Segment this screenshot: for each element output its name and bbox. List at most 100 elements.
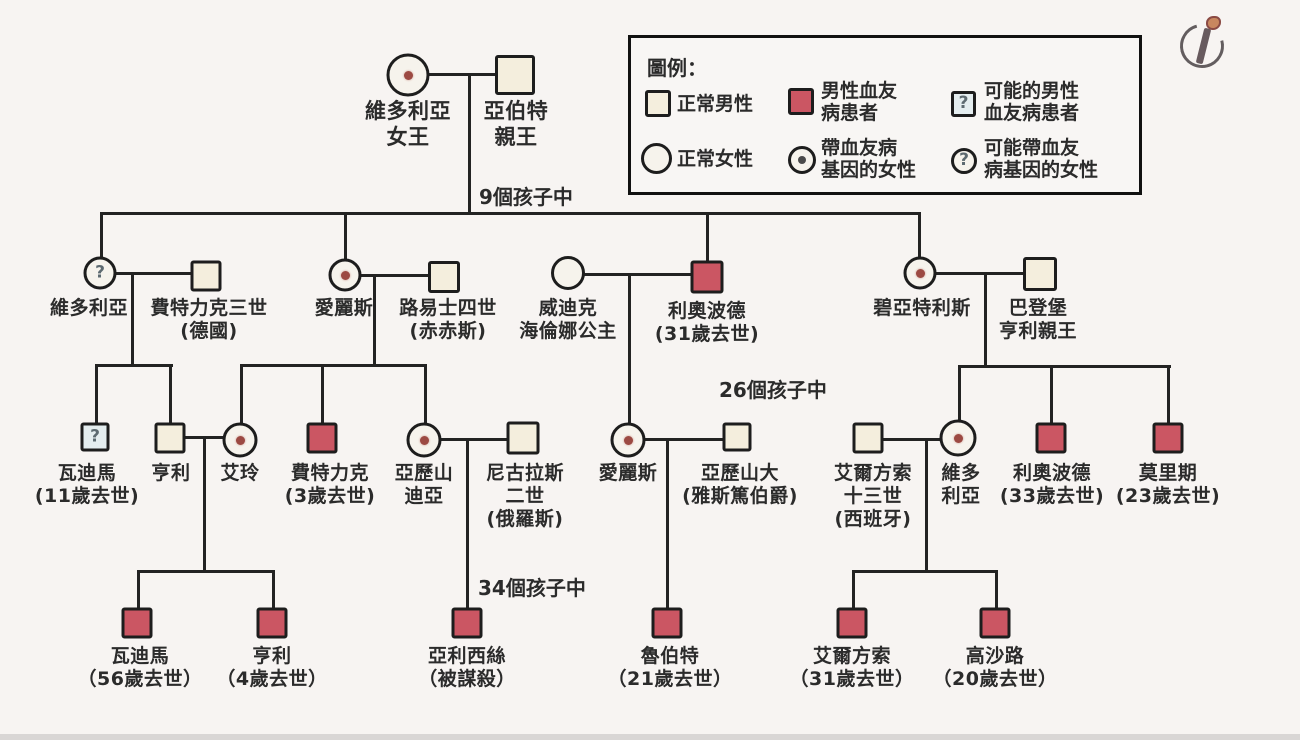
question-mark: ? [958, 92, 969, 113]
connector [568, 273, 707, 276]
normal-male-icon [852, 422, 884, 454]
person-irene-label: 艾玲 [220, 462, 260, 484]
connector [920, 272, 1040, 275]
watermark-blob [1206, 16, 1221, 30]
connector [852, 570, 855, 623]
affected-male-icon [1152, 422, 1184, 454]
watermark-logo [1171, 12, 1234, 77]
person-nicholas2-label: 尼古拉斯 二世 (俄羅斯) [485, 462, 565, 531]
person-henry-prussia-label: 亨利 [151, 462, 191, 484]
connector [137, 570, 140, 623]
affected-male-icon [256, 607, 288, 639]
person-gonzalo-label: 高沙路 （20歲去世） [932, 645, 1058, 691]
connector [203, 437, 206, 571]
connector [852, 570, 998, 573]
connector [984, 273, 987, 366]
legend-normal-female-label: 正常女性 [677, 148, 754, 170]
legend-title: 圖例： [647, 56, 707, 80]
person-alexandra-label: 亞歷山 迪亞 [394, 462, 454, 508]
question-mark: ? [959, 149, 969, 170]
connector [868, 438, 958, 441]
connector [925, 439, 928, 571]
person-alfonso13-label: 艾爾方索 十三世 (西班牙) [833, 462, 913, 531]
carrier-female-icon [328, 258, 362, 292]
person-alice2-label: 愛麗斯 [598, 462, 658, 484]
person-waldemar2-label: 瓦迪馬 （56歲去世） [77, 645, 203, 691]
connector [100, 272, 206, 275]
connector [918, 212, 921, 273]
carrier-female-icon [386, 53, 430, 97]
person-victoria-queen-label: 維多利亞 女王 [365, 99, 451, 149]
affected-male-icon [1035, 422, 1067, 454]
connector [321, 364, 324, 438]
person-alice-label: 愛麗斯 [314, 297, 374, 319]
person-beatrice-label: 碧亞特利斯 [873, 297, 971, 319]
carrier-female-icon [610, 422, 646, 458]
connector [240, 364, 243, 440]
affected-male-icon [651, 607, 683, 639]
person-henry2-label: 亨利 （4歲去世） [216, 645, 328, 691]
person-victoria2-label: 維多利亞 [49, 297, 129, 319]
person-alexis-label: 亞利西絲 （被謀殺） [418, 645, 516, 691]
connector [100, 212, 103, 273]
possible-affected-male-icon: ? [951, 91, 976, 117]
connector [628, 438, 737, 441]
carrier-female-icon [903, 256, 937, 290]
affected-male-icon [121, 607, 153, 639]
normal-female-icon [551, 256, 585, 290]
connector [95, 364, 98, 437]
connector [272, 570, 275, 623]
connector [169, 364, 172, 438]
annotation-children-34: 34個孩子中 [478, 576, 586, 600]
normal-male-icon [1023, 257, 1057, 291]
person-henry-battenberg-label: 巴登堡 亨利親王 [998, 297, 1078, 343]
connector [240, 364, 427, 367]
person-alfonso-jr-label: 艾爾方索 （31歲去世） [789, 645, 915, 691]
connector [995, 570, 998, 623]
bottom-edge-shadow [0, 734, 1300, 740]
possible-carrier-female-icon: ? [83, 256, 117, 290]
connector [468, 75, 471, 215]
person-rupert-label: 魯伯特 （21歲去世） [607, 645, 733, 691]
normal-male-icon [722, 422, 752, 452]
person-louis4-label: 路易士四世 (赤赤斯) [399, 297, 497, 343]
person-waldemar1-label: 瓦迪馬 (11歲去世) [34, 462, 140, 508]
affected-male-icon [979, 607, 1011, 639]
normal-male-icon [495, 55, 535, 95]
connector [344, 212, 347, 275]
question-mark: ? [90, 425, 100, 446]
connector [628, 275, 631, 440]
connector [706, 212, 709, 277]
connector [1050, 365, 1053, 438]
connector [137, 570, 275, 573]
affected-male-icon [690, 260, 724, 294]
possible-carrier-female-icon: ? [951, 148, 977, 174]
connector [408, 73, 515, 76]
person-maurice-label: 莫里期 (23歲去世) [1115, 462, 1221, 508]
legend-box: 圖例： 正常男性 男性血友 病患者 ? 可能的男性 血友病患者 正常女性 帶血友… [628, 35, 1142, 195]
legend-affected-male-label: 男性血友 病患者 [821, 80, 898, 125]
connector [666, 439, 669, 623]
normal-male-icon [154, 422, 186, 454]
connector [958, 365, 961, 438]
person-frederick-child-label: 費特力克 (3歲去世) [284, 462, 376, 508]
person-frederick3-label: 費特力克三世 (德國) [150, 297, 268, 343]
normal-male-icon [190, 260, 222, 292]
possible-affected-male-icon: ? [80, 422, 110, 452]
normal-male-icon [506, 421, 540, 455]
legend-normal-male-label: 正常男性 [677, 93, 754, 115]
normal-male-icon [645, 90, 671, 117]
question-mark: ? [95, 261, 105, 282]
connector [95, 364, 173, 367]
carrier-female-icon [788, 146, 816, 174]
connector [1167, 365, 1170, 438]
normal-male-icon [428, 261, 460, 293]
connector [466, 439, 469, 623]
annotation-children-9: 9個孩子中 [479, 185, 573, 209]
connector [424, 438, 523, 441]
annotation-children-26: 26個孩子中 [719, 378, 827, 402]
connector [958, 365, 1171, 368]
person-alexander-label: 亞歷山大 (雅斯篤伯爵) [682, 462, 798, 508]
connector [100, 212, 921, 215]
person-helena-label: 威迪克 海倫娜公主 [519, 297, 617, 343]
